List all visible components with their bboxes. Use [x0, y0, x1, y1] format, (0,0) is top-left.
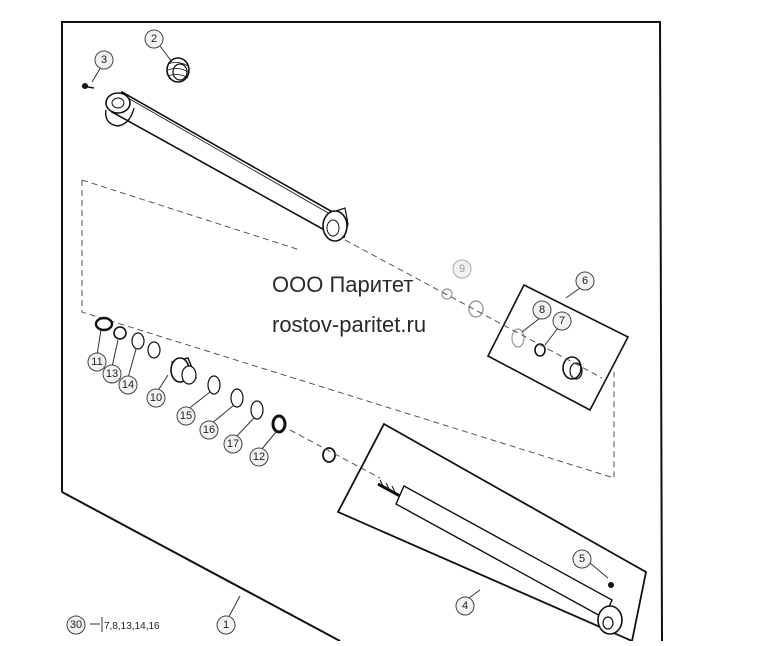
- svg-text:30: 30: [70, 619, 82, 631]
- callout-1: 1: [216, 615, 236, 635]
- seal-rings-left: [94, 316, 161, 359]
- seal-rings-mid: [207, 375, 336, 463]
- seal-kit-note: 7,8,13,14,16: [104, 621, 160, 632]
- callout-7: 7: [552, 311, 572, 331]
- svg-text:15: 15: [180, 410, 192, 422]
- svg-text:3: 3: [101, 54, 107, 66]
- svg-text:8: 8: [539, 304, 545, 316]
- svg-text:4: 4: [462, 600, 468, 612]
- callout-17: 17: [223, 434, 243, 454]
- callout-12: 12: [249, 447, 269, 467]
- svg-text:6: 6: [582, 275, 588, 287]
- callout-10: 10: [146, 388, 166, 408]
- callout-4: 4: [455, 596, 475, 616]
- svg-text:7: 7: [559, 315, 565, 327]
- callout-6: 6: [575, 271, 595, 291]
- watermark-website: rostov-paritet.ru: [272, 312, 427, 337]
- gland-kit-box: [486, 283, 630, 412]
- svg-text:5: 5: [579, 553, 585, 565]
- assembly-centerline-2: [289, 429, 381, 479]
- callout-8: 8: [532, 300, 552, 320]
- callout-15: 15: [176, 406, 196, 426]
- svg-text:12: 12: [253, 451, 265, 463]
- leader-lines: [90, 45, 609, 625]
- callout-16: 16: [199, 420, 219, 440]
- svg-text:9: 9: [459, 263, 465, 275]
- seal-kit-outline-top: [81, 179, 301, 251]
- callout-2: 2: [144, 29, 164, 49]
- svg-text:11: 11: [91, 356, 102, 368]
- svg-text:17: 17: [227, 438, 239, 450]
- svg-text:16: 16: [203, 424, 215, 436]
- cylinder-barrel: [105, 90, 349, 242]
- svg-text:10: 10: [150, 392, 162, 404]
- assembly-frame: [61, 21, 663, 642]
- svg-text:14: 14: [122, 379, 134, 391]
- callout-14: 14: [118, 375, 138, 395]
- assembly-frame-bottom: [61, 491, 341, 642]
- callout-11: 11: [87, 352, 107, 372]
- callout-13: 13: [102, 364, 122, 384]
- watermark-company: ООО Паритет: [272, 272, 414, 297]
- gland-parts: [441, 288, 583, 380]
- seal-kit-outline: [81, 180, 615, 479]
- svg-text:2: 2: [151, 33, 157, 45]
- svg-text:13: 13: [106, 368, 118, 380]
- bushing-part: [166, 57, 190, 83]
- callout-3: 3: [94, 50, 114, 70]
- grease-fitting-part: [81, 83, 95, 89]
- svg-text:1: 1: [223, 619, 229, 631]
- piston-part: [170, 357, 197, 385]
- callout-9: 9: [452, 259, 472, 279]
- callout-5: 5: [572, 549, 592, 569]
- assembly-centerline: [344, 239, 603, 379]
- piston-rod-part: [377, 479, 623, 635]
- callout-30: 30: [66, 615, 86, 635]
